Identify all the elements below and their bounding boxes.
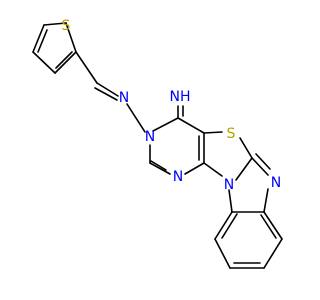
- bond: [263, 238, 283, 269]
- bond: [75, 51, 98, 84]
- hydrazone-linker: [75, 51, 146, 133]
- bond: [55, 51, 73, 69]
- bond: [94, 87, 118, 101]
- bond: [43, 22, 67, 26]
- bond: [32, 24, 45, 53]
- bond: [177, 117, 205, 134]
- bond: [203, 131, 223, 134]
- benzene-ring: [214, 211, 283, 269]
- hydrazone-nitrogen-label: N: [119, 90, 129, 106]
- bond: [214, 238, 231, 269]
- fused-nitrogen-label: N: [224, 177, 234, 193]
- thiophene-ring: [32, 22, 77, 74]
- bond: [263, 188, 269, 213]
- molecule-canvas: S N N NH N S N N: [32, 18, 283, 269]
- bond: [184, 162, 205, 175]
- imidazole-nitrogen-label: N: [271, 175, 281, 191]
- ring-nitrogen-3-label: N: [145, 129, 155, 145]
- bond: [239, 137, 253, 159]
- bond: [228, 189, 233, 213]
- bond: [203, 162, 223, 177]
- bond: [152, 117, 179, 132]
- bond: [126, 103, 146, 133]
- bond: [37, 29, 48, 53]
- structure-diagram: S N N NH N S N N: [32, 18, 283, 269]
- thiophene-sulfur-label: S: [62, 18, 71, 34]
- imine-label: NH: [170, 89, 191, 105]
- bond: [214, 211, 233, 240]
- bond: [65, 22, 77, 53]
- thiazole-sulfur-label: S: [227, 126, 236, 142]
- bond: [32, 51, 56, 74]
- bond: [251, 157, 269, 176]
- thiazole-ring: [203, 131, 253, 181]
- bond: [221, 213, 238, 239]
- imidazole-ring: [228, 153, 271, 213]
- pyrimidine-ring: [149, 105, 205, 175]
- bond: [255, 153, 271, 170]
- bond: [260, 214, 277, 239]
- bond: [150, 160, 167, 171]
- bond: [96, 82, 119, 97]
- bond: [263, 211, 283, 240]
- bond: [235, 157, 253, 181]
- bond: [54, 51, 77, 74]
- bond: [149, 162, 171, 175]
- ring-nitrogen-1-label: N: [173, 169, 183, 185]
